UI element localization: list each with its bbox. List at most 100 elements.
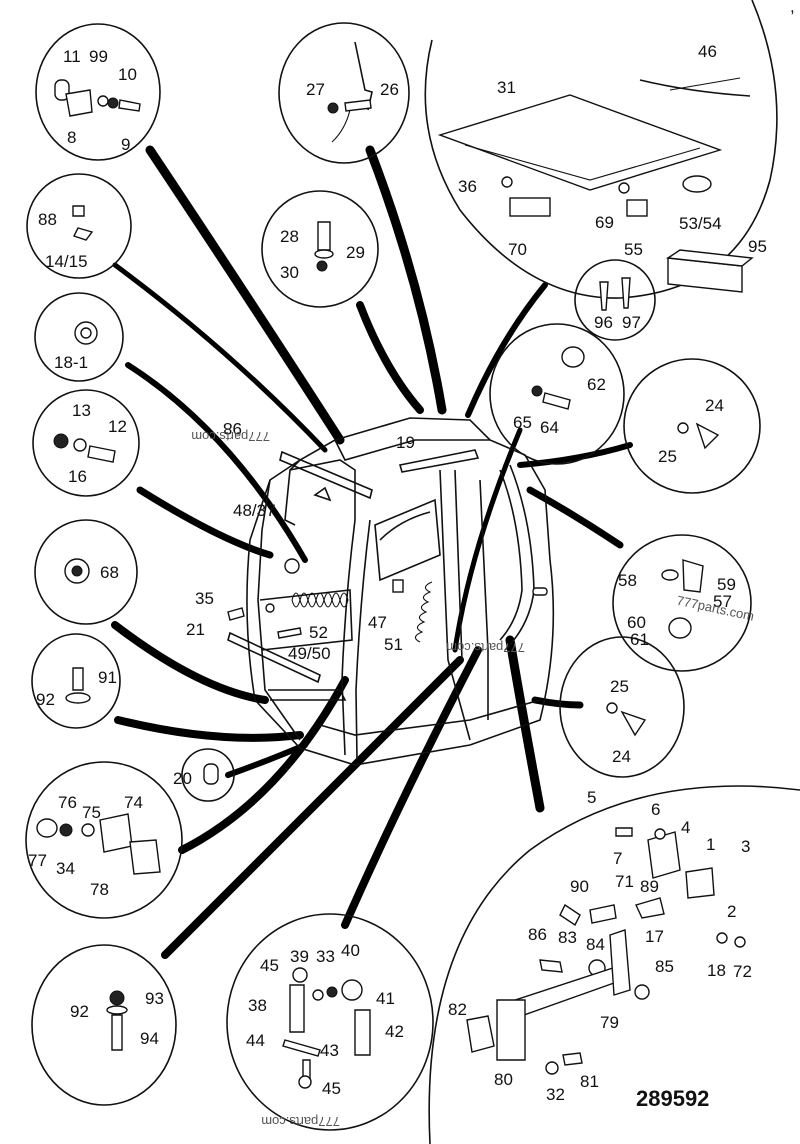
label-91: 91: [98, 668, 117, 687]
label-33: 33: [316, 947, 335, 966]
label-69: 69: [595, 213, 614, 232]
label-74: 74: [124, 793, 143, 812]
watermark-1: 777parts.com: [191, 429, 270, 444]
label-99: 99: [89, 47, 108, 66]
label-29: 29: [346, 243, 365, 262]
label-70: 70: [508, 240, 527, 259]
label-12: 12: [108, 417, 127, 436]
label-58: 58: [618, 571, 637, 590]
coil-52: [291, 592, 349, 608]
figure-number: 289592: [636, 1086, 709, 1111]
label-8: 8: [67, 128, 76, 147]
label-7: 7: [613, 849, 622, 868]
label-89: 89: [640, 877, 659, 896]
label-59: 59: [717, 575, 736, 594]
corner-mark: ,: [790, 0, 795, 16]
label-18-1: 18-1: [54, 353, 88, 372]
label-3: 3: [741, 837, 750, 856]
label-68: 68: [100, 563, 119, 582]
label-53-54: 53/54: [679, 214, 722, 233]
label-19: 19: [396, 433, 415, 452]
label-77: 77: [28, 851, 47, 870]
label-1: 1: [706, 835, 715, 854]
label-51: 51: [384, 635, 403, 654]
label-93: 93: [145, 989, 164, 1008]
label-17: 17: [645, 927, 664, 946]
label-86: 86: [528, 925, 547, 944]
label-40: 40: [341, 941, 360, 960]
label-13: 13: [72, 401, 91, 420]
label-41: 41: [376, 989, 395, 1008]
label-61: 61: [630, 630, 649, 649]
label-98: 98: [223, 419, 242, 438]
label-25-b: 25: [610, 677, 629, 696]
label-21: 21: [186, 620, 205, 639]
label-48-37: 48/37: [233, 501, 276, 520]
label-6: 6: [651, 800, 660, 819]
label-14-15: 14/15: [45, 252, 88, 271]
label-26: 26: [380, 80, 399, 99]
label-34: 34: [56, 859, 75, 878]
label-94: 94: [140, 1029, 159, 1048]
label-44: 44: [246, 1031, 265, 1050]
label-85: 85: [655, 957, 674, 976]
watermark-4: 777parts.com: [261, 1114, 340, 1129]
label-45-b: 45: [322, 1079, 341, 1098]
label-72: 72: [733, 962, 752, 981]
label-52: 52: [309, 623, 328, 642]
label-43: 43: [320, 1041, 339, 1060]
label-60: 60: [627, 613, 646, 632]
label-84: 84: [586, 935, 605, 954]
label-16: 16: [68, 467, 87, 486]
label-38: 38: [248, 996, 267, 1015]
cab-frame: [227, 417, 555, 766]
label-24-a: 24: [705, 396, 724, 415]
label-32: 32: [546, 1085, 565, 1104]
leader-lines: [111, 145, 633, 959]
label-9: 9: [121, 135, 130, 154]
label-5: 5: [587, 788, 596, 807]
label-31: 31: [497, 78, 516, 97]
label-49-50: 49/50: [288, 644, 331, 663]
label-25-a: 25: [658, 447, 677, 466]
label-97: 97: [622, 313, 641, 332]
label-55: 55: [624, 240, 643, 259]
label-71: 71: [615, 872, 634, 891]
label-83: 83: [558, 928, 577, 947]
label-11: 11: [63, 47, 81, 66]
label-81: 81: [580, 1072, 599, 1091]
label-27: 27: [306, 80, 325, 99]
label-20: 20: [173, 769, 192, 788]
label-80: 80: [494, 1070, 513, 1089]
label-92-a: 92: [36, 690, 55, 709]
watermark-2: 777parts.com: [446, 640, 525, 655]
label-10: 10: [118, 65, 137, 84]
label-62: 62: [587, 375, 606, 394]
label-42: 42: [385, 1022, 404, 1041]
label-35: 35: [195, 589, 214, 608]
label-92-b: 92: [70, 1002, 89, 1021]
label-79: 79: [600, 1013, 619, 1032]
label-46: 46: [698, 42, 717, 61]
label-57: 57: [713, 592, 732, 611]
label-82: 82: [448, 1000, 467, 1019]
callout-circles: [25, 0, 800, 1144]
label-30: 30: [280, 263, 299, 282]
label-76: 76: [58, 793, 77, 812]
label-4: 4: [681, 818, 690, 837]
label-2: 2: [727, 902, 736, 921]
label-24-b: 24: [612, 747, 631, 766]
label-36: 36: [458, 177, 477, 196]
label-78: 78: [90, 880, 109, 899]
label-90: 90: [570, 877, 589, 896]
part-sketches: [36, 41, 754, 1089]
label-88: 88: [38, 210, 57, 229]
label-28: 28: [280, 227, 299, 246]
label-39: 39: [290, 947, 309, 966]
label-18: 18: [707, 961, 726, 980]
label-96: 96: [594, 313, 613, 332]
label-64: 64: [540, 418, 559, 437]
label-45-a: 45: [260, 956, 279, 975]
